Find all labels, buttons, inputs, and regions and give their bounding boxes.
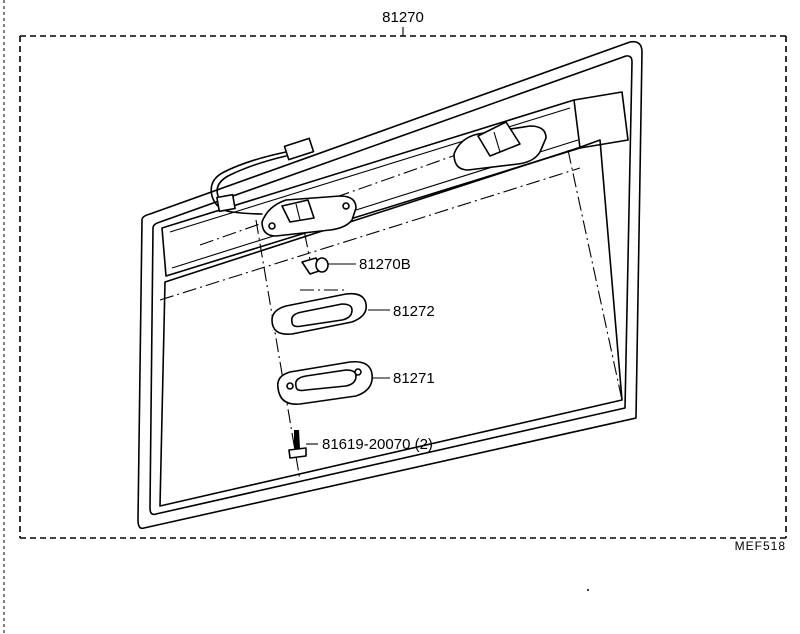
assembly-boundary <box>19 27 787 539</box>
callout-bulb-number: 81270B <box>359 256 411 273</box>
wiring-harness <box>210 137 315 215</box>
assembly-part-number: 81270 <box>382 9 424 26</box>
callout-housing-number: 81271 <box>393 370 435 387</box>
diagram-code: MEF518 <box>735 539 786 553</box>
callout-screw-number: 81619-20070 (2) <box>322 436 433 453</box>
lamp-unit-left <box>261 195 357 237</box>
garnish-panel <box>137 40 643 530</box>
lamp-unit-right <box>453 121 547 171</box>
housing-part <box>276 360 390 405</box>
callout-lens-gasket-number: 81272 <box>393 303 435 320</box>
scan-dot <box>587 589 589 591</box>
screw-part <box>288 430 318 459</box>
bulb-part <box>301 257 356 275</box>
lens-gasket-part <box>271 292 390 336</box>
